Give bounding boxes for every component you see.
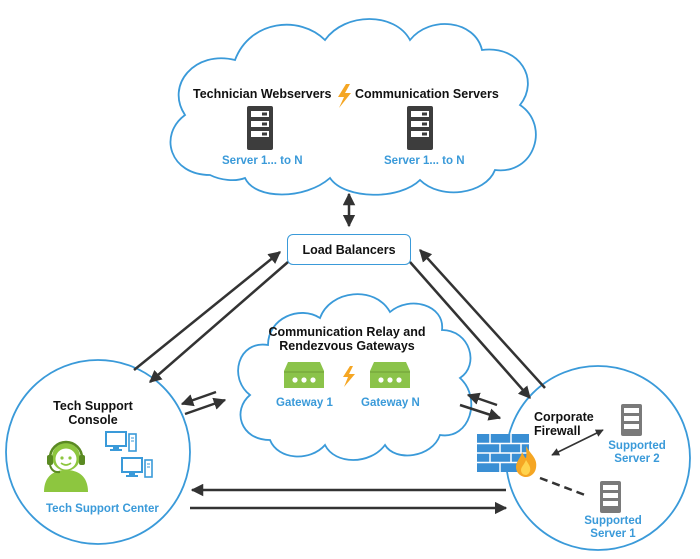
server2-line2: Server 2 bbox=[614, 453, 660, 466]
gateway-icon bbox=[370, 362, 410, 388]
comm-servers-caption: Server 1... to N bbox=[384, 155, 465, 167]
gateway-n-label: Gateway N bbox=[361, 397, 420, 409]
server-icon bbox=[621, 404, 642, 436]
dashed-firewall-server1 bbox=[539, 476, 586, 497]
load-balancers-label: Load Balancers bbox=[302, 242, 396, 257]
supported-server-2-label: Supported Server 2 bbox=[604, 440, 670, 466]
monitor-icon bbox=[105, 431, 137, 452]
server-icon bbox=[247, 106, 273, 150]
relay-title-line2: Rendezvous Gateways bbox=[279, 339, 415, 354]
server-icon bbox=[600, 481, 621, 513]
arrow-firewall-server2 bbox=[551, 429, 604, 456]
tech-support-title-line1: Tech Support bbox=[53, 399, 133, 413]
lightning-icon bbox=[338, 84, 351, 108]
corporate-title-line1: Corporate bbox=[534, 410, 594, 424]
arrow-relay-to-corporate bbox=[459, 403, 502, 421]
arrow-console-to-relay bbox=[184, 397, 227, 416]
flame-icon bbox=[516, 446, 537, 477]
arrow-relay-to-console bbox=[180, 390, 217, 407]
gateway-1-label: Gateway 1 bbox=[276, 397, 333, 409]
server2-line1: Supported bbox=[608, 440, 666, 452]
corporate-firewall-title: Corporate Firewall bbox=[534, 410, 594, 439]
comm-servers-title: Communication Servers bbox=[355, 87, 499, 101]
gateway-icon bbox=[284, 362, 324, 388]
tech-support-caption: Tech Support Center bbox=[46, 503, 159, 515]
headset-agent-icon bbox=[44, 440, 88, 492]
tech-support-circle bbox=[5, 359, 191, 545]
supported-server-1-label: Supported Server 1 bbox=[580, 515, 646, 541]
arrow-console-to-lb bbox=[133, 251, 281, 371]
arrow-lb-to-console bbox=[149, 261, 289, 383]
relay-title-line1: Communication Relay and bbox=[268, 325, 426, 339]
tech-support-title-line2: Console bbox=[68, 413, 118, 428]
server-icon bbox=[407, 106, 433, 150]
arrow-corporate-to-relay bbox=[466, 392, 498, 407]
top-cloud bbox=[169, 18, 537, 196]
monitor-icon bbox=[121, 457, 153, 478]
arrow-lb-to-corporate bbox=[409, 261, 531, 399]
server1-line2: Server 1 bbox=[590, 528, 636, 541]
relay-cloud bbox=[237, 293, 473, 461]
webservers-caption: Server 1... to N bbox=[222, 155, 303, 167]
corporate-title-line2: Firewall bbox=[534, 424, 581, 439]
webservers-title: Technician Webservers bbox=[193, 87, 332, 101]
lightning-icon bbox=[343, 366, 355, 387]
load-balancers-box: Load Balancers bbox=[287, 234, 411, 265]
tech-support-title: Tech Support Console bbox=[38, 399, 148, 428]
arrow-corporate-to-lb bbox=[419, 249, 546, 389]
relay-title: Communication Relay and Rendezvous Gatew… bbox=[262, 325, 432, 354]
server1-line1: Supported bbox=[584, 515, 642, 527]
